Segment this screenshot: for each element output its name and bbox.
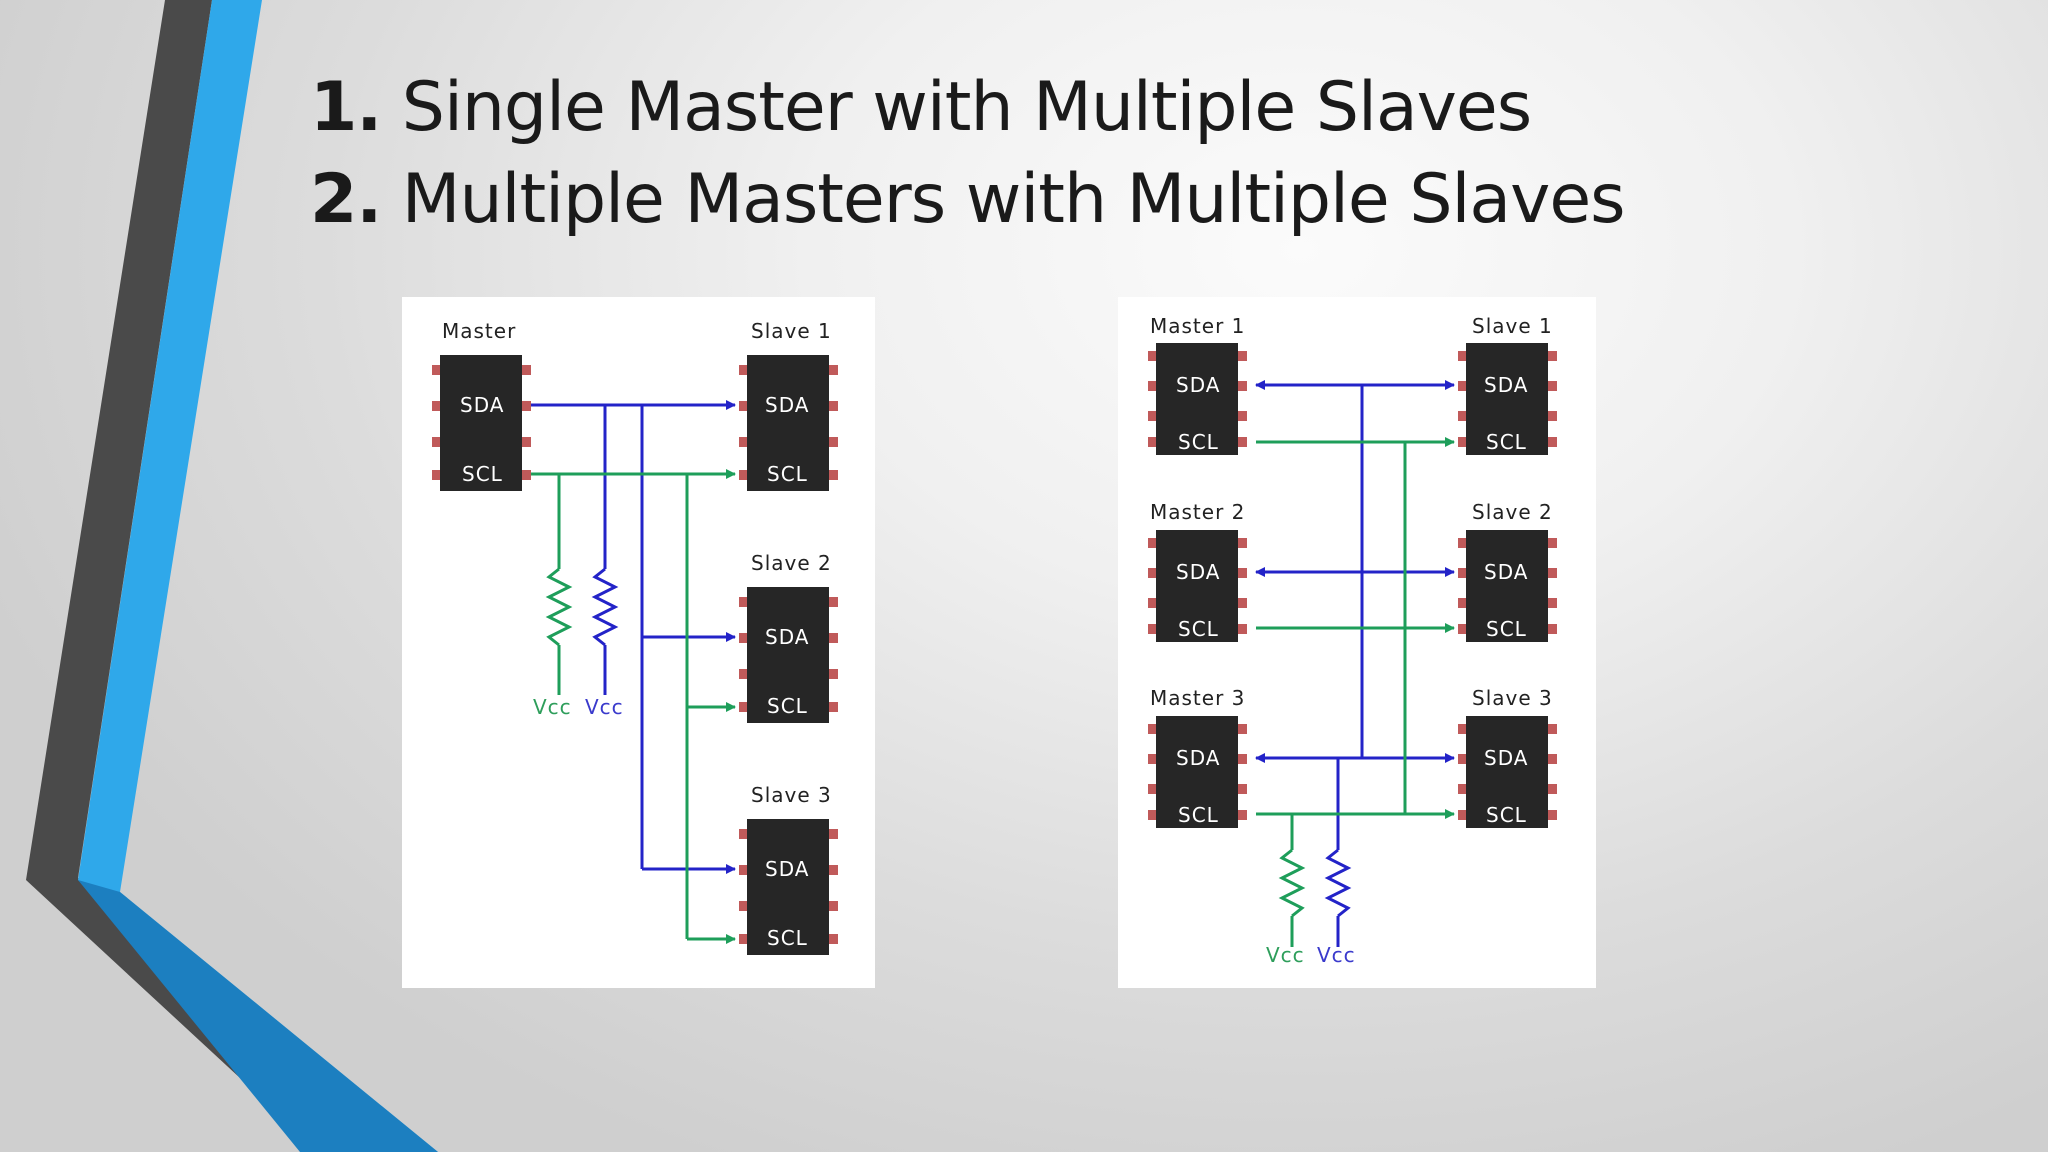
- master-scl-pin: SCL: [462, 462, 503, 486]
- slave-3-chip: Slave 3 SDA SCL: [739, 783, 838, 955]
- master-1-sda-pin: SDA: [1176, 373, 1220, 397]
- title-line-1-number: 1.: [310, 68, 382, 147]
- slave-1-sda-pin: SDA: [1484, 373, 1528, 397]
- slave-2-scl-pin: SCL: [1486, 617, 1527, 641]
- scl-bus: [1256, 437, 1455, 947]
- title-line-2-number: 2.: [310, 160, 382, 239]
- multi-master-diagram: Vcc Vcc Master 1 SDA SCL Master 2 SDA SC…: [1118, 297, 1596, 988]
- master-chip: Master SDA SCL: [432, 319, 531, 491]
- slave-1-name: Slave 1: [751, 319, 832, 343]
- slave-3-scl-pin: SCL: [1486, 803, 1527, 827]
- master-1-name: Master 1: [1150, 314, 1245, 338]
- single-master-diagram: Vcc Vcc Master SDA SCL Slave 1 SDA SCL: [402, 297, 875, 988]
- slave-1-chip: Slave 1 SDA SCL: [739, 319, 838, 491]
- master-1-chip: Master 1 SDA SCL: [1148, 314, 1247, 455]
- vcc-label-scl: Vcc: [533, 695, 572, 719]
- master-1-scl-pin: SCL: [1178, 430, 1219, 454]
- slave-1-sda-pin: SDA: [765, 393, 809, 417]
- vcc-label-scl: Vcc: [1266, 943, 1305, 967]
- master-chip-name: Master: [442, 319, 516, 343]
- blue-band: [78, 0, 438, 1152]
- slave-2-sda-pin: SDA: [765, 625, 809, 649]
- slave-3-name: Slave 3: [1472, 686, 1553, 710]
- slave-1-name: Slave 1: [1472, 314, 1553, 338]
- master-3-name: Master 3: [1150, 686, 1245, 710]
- vcc-label-sda: Vcc: [1317, 943, 1356, 967]
- slave-3-chip: Slave 3 SDA SCL: [1458, 686, 1557, 828]
- blue-band-lower: [78, 880, 438, 1152]
- title-line-1-text: Single Master with Multiple Slaves: [401, 68, 1532, 147]
- master-sda-pin: SDA: [460, 393, 504, 417]
- slave-2-name: Slave 2: [1472, 500, 1553, 524]
- sda-bus: [1255, 380, 1455, 947]
- slave-2-chip: Slave 2 SDA SCL: [739, 551, 838, 723]
- slave-1-scl-pin: SCL: [767, 462, 808, 486]
- vcc-label-sda: Vcc: [585, 695, 624, 719]
- title-line-2: 2. Multiple Masters with Multiple Slaves: [310, 160, 1626, 239]
- master-2-chip: Master 2 SDA SCL: [1148, 500, 1247, 642]
- master-2-scl-pin: SCL: [1178, 617, 1219, 641]
- slave-3-sda-pin: SDA: [1484, 746, 1528, 770]
- scl-bus: [509, 469, 736, 944]
- slave-1-scl-pin: SCL: [1486, 430, 1527, 454]
- master-3-chip: Master 3 SDA SCL: [1148, 686, 1247, 828]
- slave-2-scl-pin: SCL: [767, 694, 808, 718]
- master-2-name: Master 2: [1150, 500, 1245, 524]
- slave-2-sda-pin: SDA: [1484, 560, 1528, 584]
- slave-1-chip: Slave 1 SDA SCL: [1458, 314, 1557, 455]
- slave-2-name: Slave 2: [751, 551, 832, 575]
- dark-band: [26, 0, 430, 1152]
- title-line-2-text: Multiple Masters with Multiple Slaves: [401, 160, 1626, 239]
- title-line-1: 1. Single Master with Multiple Slaves: [310, 68, 1532, 147]
- slave-3-scl-pin: SCL: [767, 926, 808, 950]
- slave-3-sda-pin: SDA: [765, 857, 809, 881]
- master-2-sda-pin: SDA: [1176, 560, 1220, 584]
- slave-2-chip: Slave 2 SDA SCL: [1458, 500, 1557, 642]
- slave-3-name: Slave 3: [751, 783, 832, 807]
- master-3-scl-pin: SCL: [1178, 803, 1219, 827]
- master-3-sda-pin: SDA: [1176, 746, 1220, 770]
